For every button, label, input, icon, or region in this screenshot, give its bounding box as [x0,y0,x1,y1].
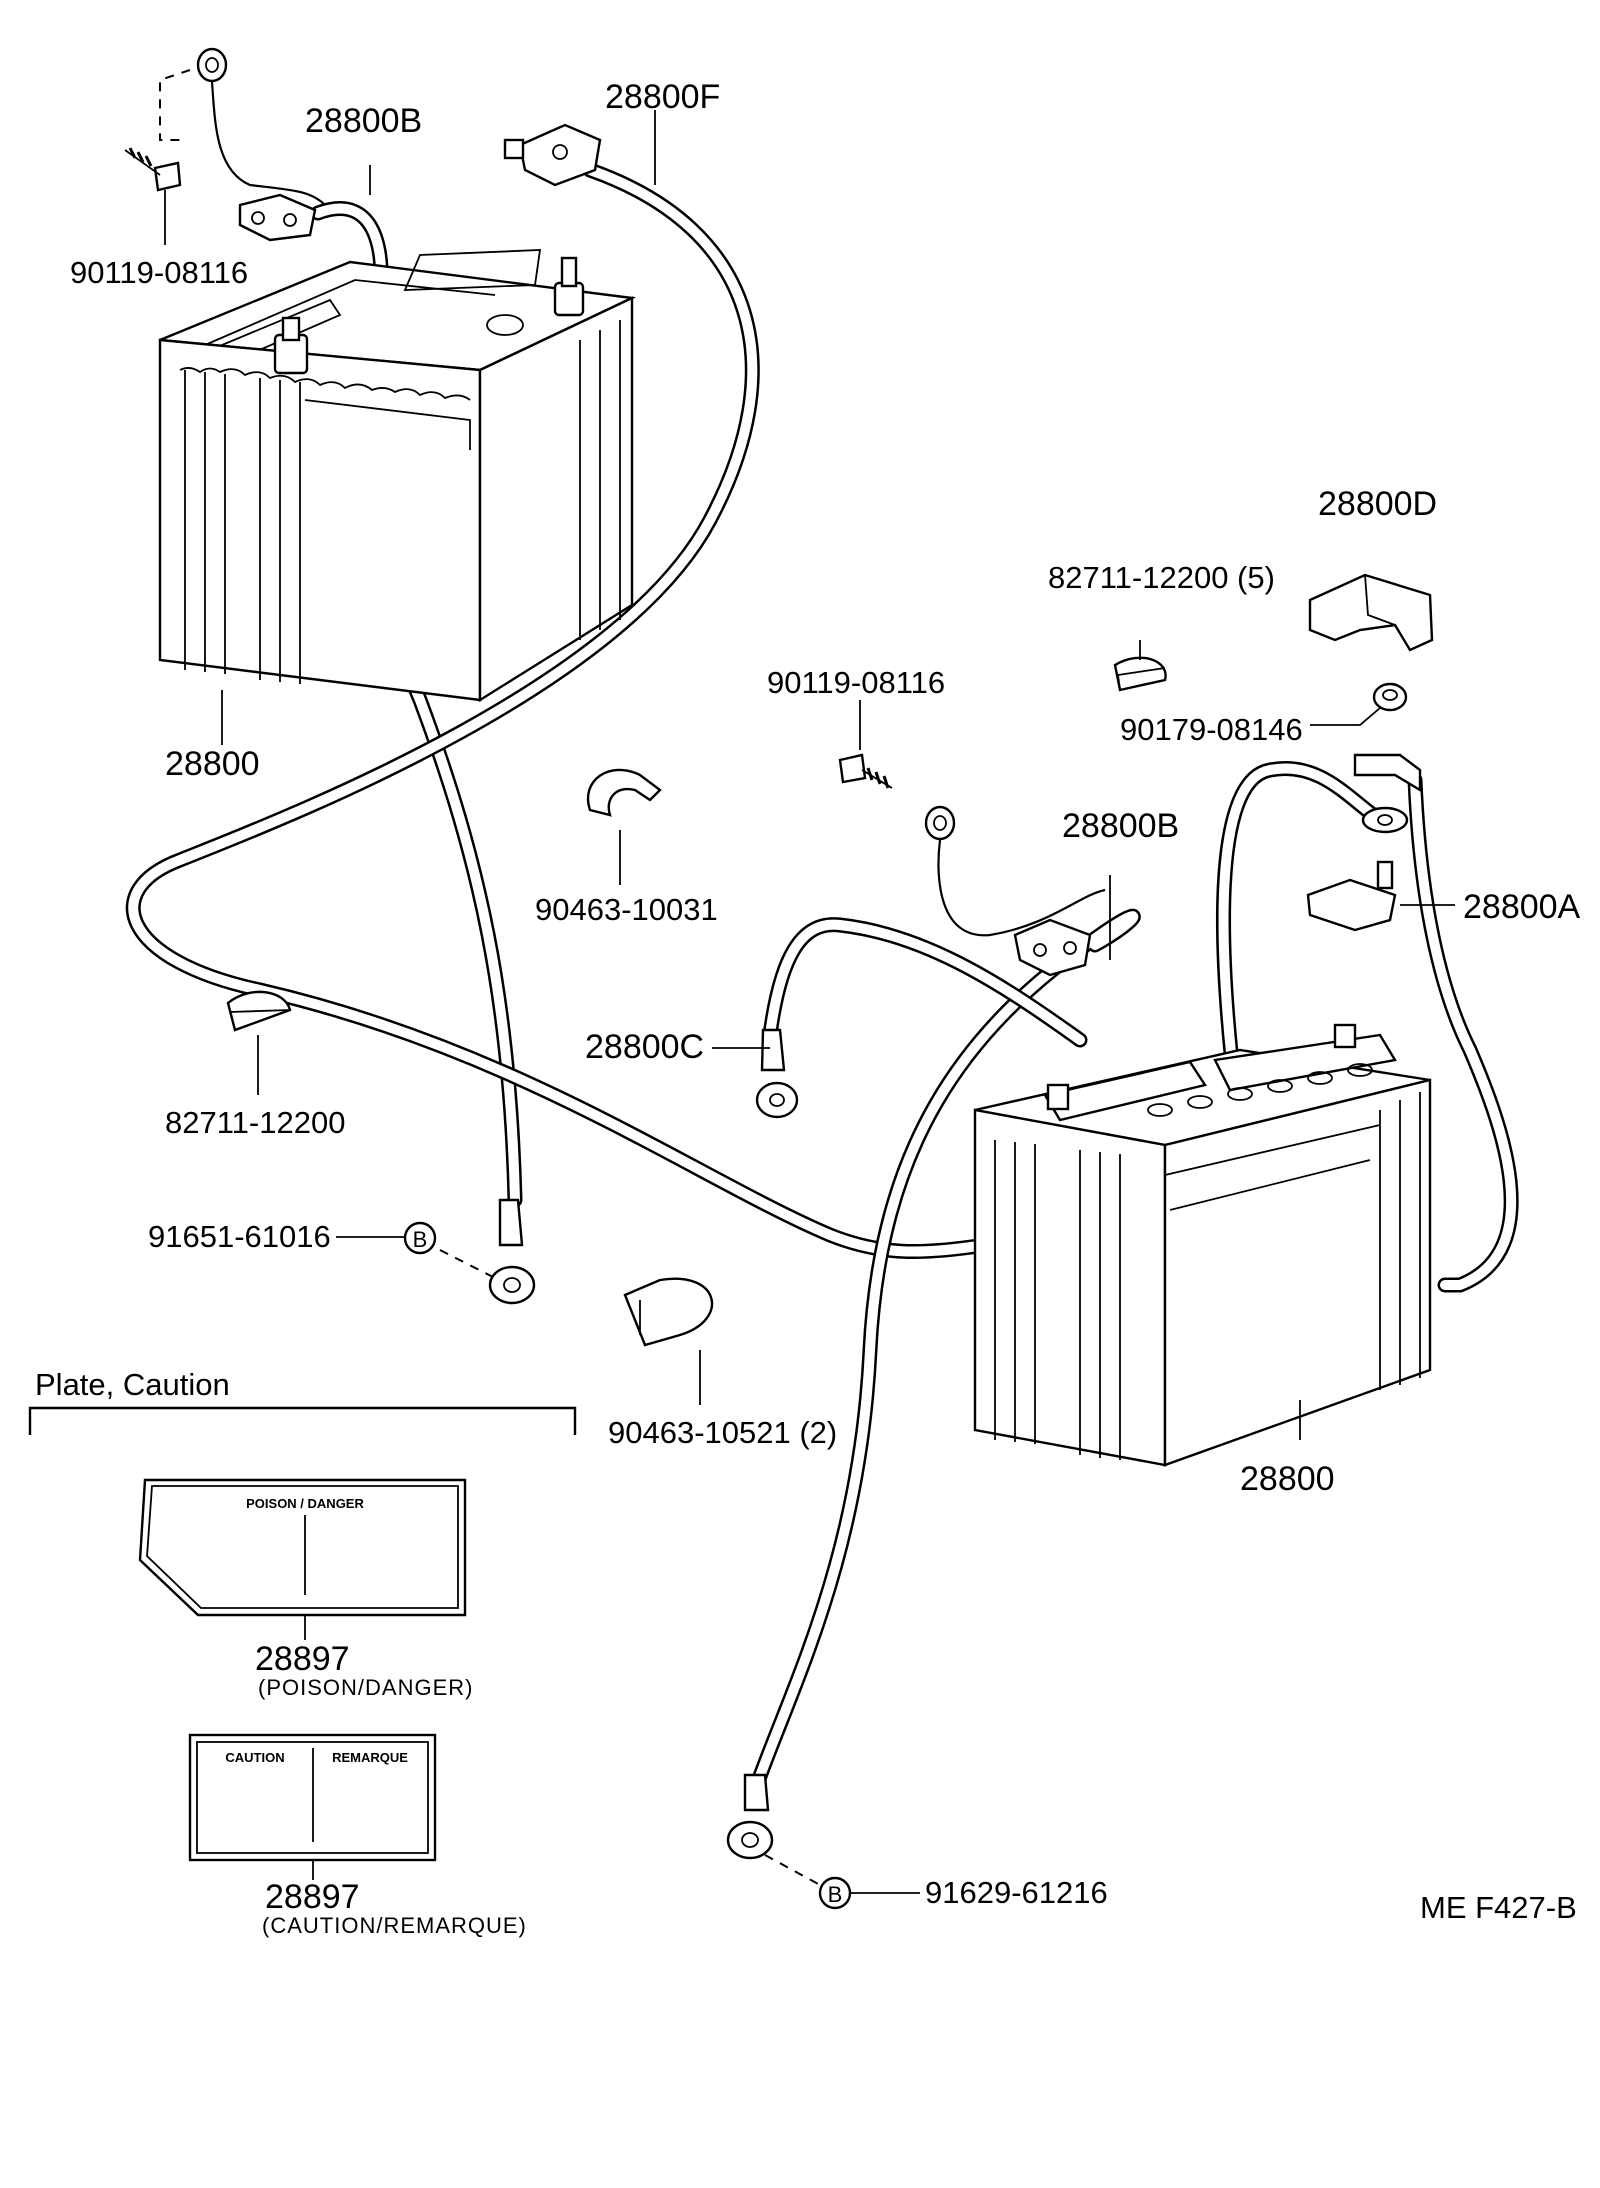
cable-28800C [762,917,1088,1048]
label-cable-b-top: 28800B [305,102,422,140]
label-battery-left: 28800 [165,745,260,783]
b-marker-bottom-text: B [828,1882,843,1907]
cable-28800B-mid [747,908,1141,1798]
label-battery-right: 28800 [1240,1460,1335,1498]
terminal-clamp-mid [1013,918,1092,977]
plate-caution-remarque: CAUTION REMARQUE 28897 (CAUTION/REMARQUE… [188,1733,527,1938]
clamp-90463-10031 [587,768,662,885]
label-bolt-top-left: 90119-08116 [70,255,248,290]
plate-caution-section: Plate, Caution POISON / DANGER 28897 (PO… [28,1367,577,1938]
plate2-caption: (CAUTION/REMARQUE) [262,1913,527,1938]
clip-82711 [226,990,292,1095]
clamp-28800D [1308,573,1434,652]
label-clip-5: 82711-12200 (5) [1048,560,1275,595]
cable-28800A [1216,761,1519,1293]
plate-section-title: Plate, Caution [35,1367,230,1402]
bolt-mid [838,700,893,789]
terminal-28800A [1306,860,1455,932]
plate1-header: POISON / DANGER [246,1496,364,1511]
label-nut: 90179-08146 [1120,712,1303,747]
b-marker-left: B [403,1221,437,1255]
label-cable-b-mid: 28800B [1062,807,1179,845]
nut-90179 [1310,682,1408,726]
reference-code: ME F427-B [1420,1890,1577,1925]
plate2-header-right: REMARQUE [332,1750,408,1765]
ground-ring-mid [924,805,1106,937]
label-cable-f: 28800F [605,78,720,116]
leader-lines [221,110,1301,1894]
bolt-top-left [124,147,182,245]
label-clamp-10031: 90463-10031 [535,892,718,927]
label-bolt-b-bottom: 91629-61216 [925,1875,1108,1910]
plate2-header-left: CAUTION [225,1750,284,1765]
ground-ring-top [159,47,326,206]
battery-left [158,249,637,703]
b-marker-bottom: B [818,1876,852,1910]
clamp-90463-10521 [623,1277,714,1405]
label-terminal-a: 28800A [1463,888,1581,926]
battery-right [973,1023,1432,1467]
clip-82711-5 [1113,640,1167,692]
cable-28800F [125,162,993,1260]
plate2-part: 28897 [265,1878,360,1916]
label-cable-c: 28800C [585,1028,704,1066]
label-clamp-10521: 90463-10521 (2) [608,1415,837,1450]
lug-28800C [755,1028,799,1119]
label-clip: 82711-12200 [165,1105,345,1140]
label-bolt-b-left: 91651-61016 [148,1219,331,1254]
label-bolt-mid: 90119-08116 [767,665,945,700]
plate-poison-danger: POISON / DANGER 28897 (POISON/DANGER) [138,1478,473,1700]
terminal-clamp-top [238,193,317,242]
plate1-caption: (POISON/DANGER) [258,1675,473,1700]
b-marker-left-text: B [413,1227,428,1252]
bracket-top-right [1353,753,1422,834]
lug-bottom-mid [726,1773,821,1886]
plate1-part: 28897 [255,1640,350,1678]
label-clamp-d: 28800D [1318,485,1437,523]
lug-bottom-left [439,1198,536,1305]
connector-28800F [503,123,602,187]
